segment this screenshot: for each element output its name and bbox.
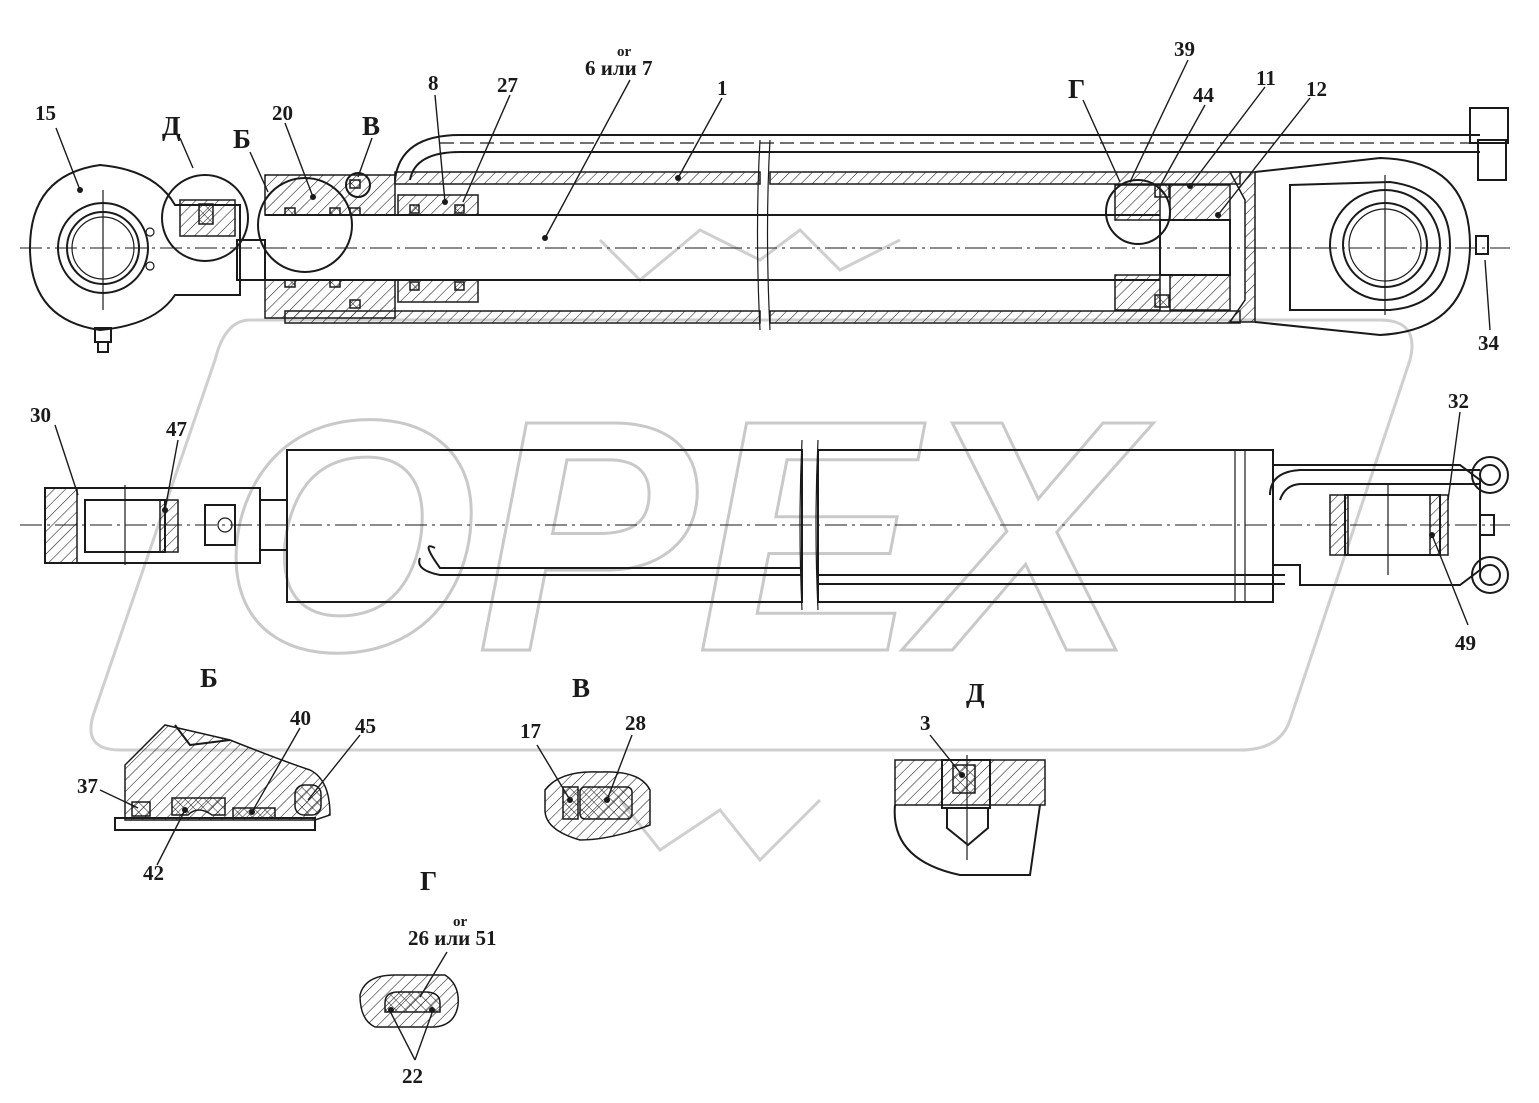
view-label-d: Д xyxy=(966,678,985,708)
detail-circle-v xyxy=(345,172,371,198)
callout-15: 15 xyxy=(35,101,56,125)
callout-11: 11 xyxy=(1256,66,1276,90)
rod-eye-right xyxy=(1254,107,1509,337)
callout-22: 22 xyxy=(402,1064,423,1088)
cylinder-head xyxy=(264,174,396,319)
callout-34: 34 xyxy=(1478,331,1500,355)
cylinder-exterior-view xyxy=(20,439,1510,611)
cylinder-section-view xyxy=(20,107,1510,353)
callout-47: 47 xyxy=(166,417,187,441)
callout-26or51: 26 или 51 xyxy=(408,926,496,950)
view-label-v-top: В xyxy=(362,111,380,141)
view-label-g: Г xyxy=(420,866,437,896)
watermark: OPEX xyxy=(89,228,1414,863)
detail-v xyxy=(544,771,651,841)
callout-6or7-alt: or xyxy=(617,44,632,60)
callout-45: 45 xyxy=(355,714,376,738)
callout-8: 8 xyxy=(428,71,439,95)
detail-circle-d xyxy=(161,174,249,262)
callout-49: 49 xyxy=(1455,631,1476,655)
view-label-b: Б xyxy=(200,663,218,693)
callout-12: 12 xyxy=(1306,77,1327,101)
callout-30: 30 xyxy=(30,403,51,427)
cylinder-tube xyxy=(284,139,1241,331)
callout-3: 3 xyxy=(920,711,931,735)
rod-eye-left xyxy=(28,163,266,353)
view-label-d-top: Д xyxy=(162,111,181,141)
callout-42: 42 xyxy=(143,861,164,885)
callout-37: 37 xyxy=(77,774,98,798)
callout-17: 17 xyxy=(520,719,541,743)
piston-left xyxy=(397,194,479,303)
callout-1: 1 xyxy=(717,76,728,100)
callout-39: 39 xyxy=(1174,37,1195,61)
callout-32: 32 xyxy=(1448,389,1469,413)
watermark-text: OPEX xyxy=(220,351,1154,720)
callout-20: 20 xyxy=(272,101,293,125)
detail-circle-g xyxy=(1105,179,1171,245)
detail-b xyxy=(114,724,331,831)
callout-6or7: 6 или 7 xyxy=(585,56,652,80)
piston-right xyxy=(1114,171,1256,323)
callout-26or51-alt: or xyxy=(453,914,468,930)
detail-circle-b xyxy=(257,177,353,273)
callout-labels: 15 Д Б 20 В 8 27 or 6 или 7 1 Г 39 44 11… xyxy=(30,37,1500,1088)
detail-d xyxy=(893,755,1046,876)
view-label-g-top: Г xyxy=(1068,74,1085,104)
callout-28: 28 xyxy=(625,711,646,735)
view-label-b-top: Б xyxy=(233,124,251,154)
callout-44: 44 xyxy=(1193,83,1215,107)
leader-lines xyxy=(54,59,1491,1061)
detail-g xyxy=(359,974,459,1028)
callout-40: 40 xyxy=(290,706,311,730)
view-label-v: В xyxy=(572,673,590,703)
callout-27: 27 xyxy=(497,73,518,97)
external-pipe-top xyxy=(394,134,1480,181)
